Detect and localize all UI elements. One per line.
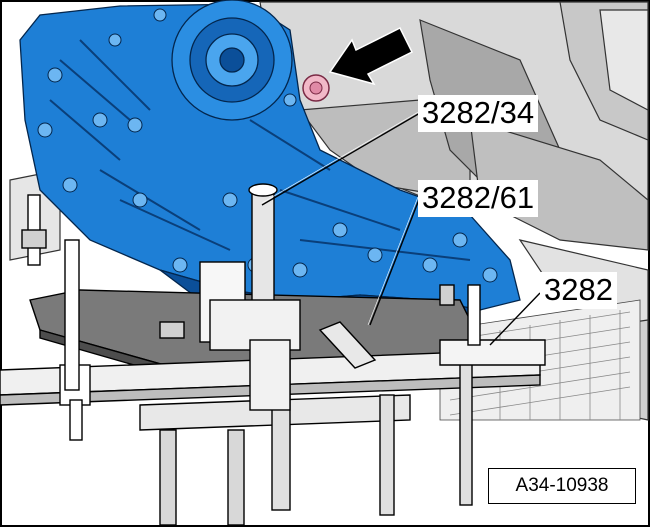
callout-3282-34: 3282/34	[418, 95, 539, 132]
figure-id-box: A34-10938	[488, 468, 636, 504]
callout-3282-61: 3282/61	[418, 180, 539, 217]
transmission-housing	[19, 0, 521, 321]
arrow-icon	[328, 26, 414, 86]
leader-lines	[261, 112, 541, 346]
figure-id-label: A34-10938	[515, 475, 609, 496]
bracket-3282	[439, 339, 546, 366]
leader-lines-halo	[261, 110, 421, 326]
callout-3282: 3282	[540, 272, 617, 309]
adapter-3282-61	[318, 321, 377, 369]
engine-support-tool	[0, 183, 546, 526]
